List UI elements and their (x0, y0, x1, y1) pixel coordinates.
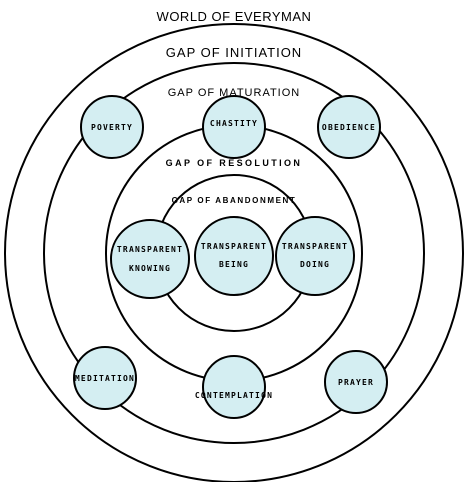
node-chastity: CHASTITY (202, 95, 266, 159)
node-poverty: POVERTY (80, 95, 144, 159)
diagram-title: WORLD OF EVERYMAN (157, 9, 312, 24)
ring-label-maturation: GAP OF MATURATION (168, 87, 301, 99)
ring-label-abandonment: GAP OF ABANDONMENT (172, 196, 297, 205)
node-label-being-line2: BEING (219, 260, 249, 269)
ring-label-initiation: GAP OF INITIATION (166, 45, 302, 60)
node-meditation: MEDITATION (73, 346, 137, 410)
ring-initiation (4, 23, 464, 482)
node-label-contemplation: CONTEMPLATION (195, 391, 273, 400)
node-label-chastity: CHASTITY (210, 119, 258, 128)
node-label-being-line1: TRANSPARENT (201, 242, 267, 251)
node-prayer: PRAYER (324, 350, 388, 414)
node-label-meditation: MEDITATION (75, 374, 135, 383)
node-label-obedience: OBEDIENCE (322, 123, 376, 132)
node-obedience: OBEDIENCE (317, 95, 381, 159)
node-transparent-doing: TRANSPARENT DOING (275, 216, 355, 296)
node-label-doing-line1: TRANSPARENT (282, 242, 348, 251)
ring-maturation (43, 62, 425, 444)
node-transparent-knowing: TRANSPARENT KNOWING (110, 219, 190, 299)
node-label-prayer: PRAYER (338, 378, 374, 387)
node-label-doing-line2: DOING (300, 260, 330, 269)
node-label-knowing-line1: TRANSPARENT (117, 245, 183, 254)
node-transparent-being: TRANSPARENT BEING (194, 216, 274, 296)
node-contemplation: CONTEMPLATION (195, 355, 273, 419)
node-label-knowing-line2: KNOWING (129, 264, 171, 273)
ring-label-resolution: GAP OF RESOLUTION (166, 158, 303, 168)
node-label-poverty: POVERTY (91, 123, 133, 132)
